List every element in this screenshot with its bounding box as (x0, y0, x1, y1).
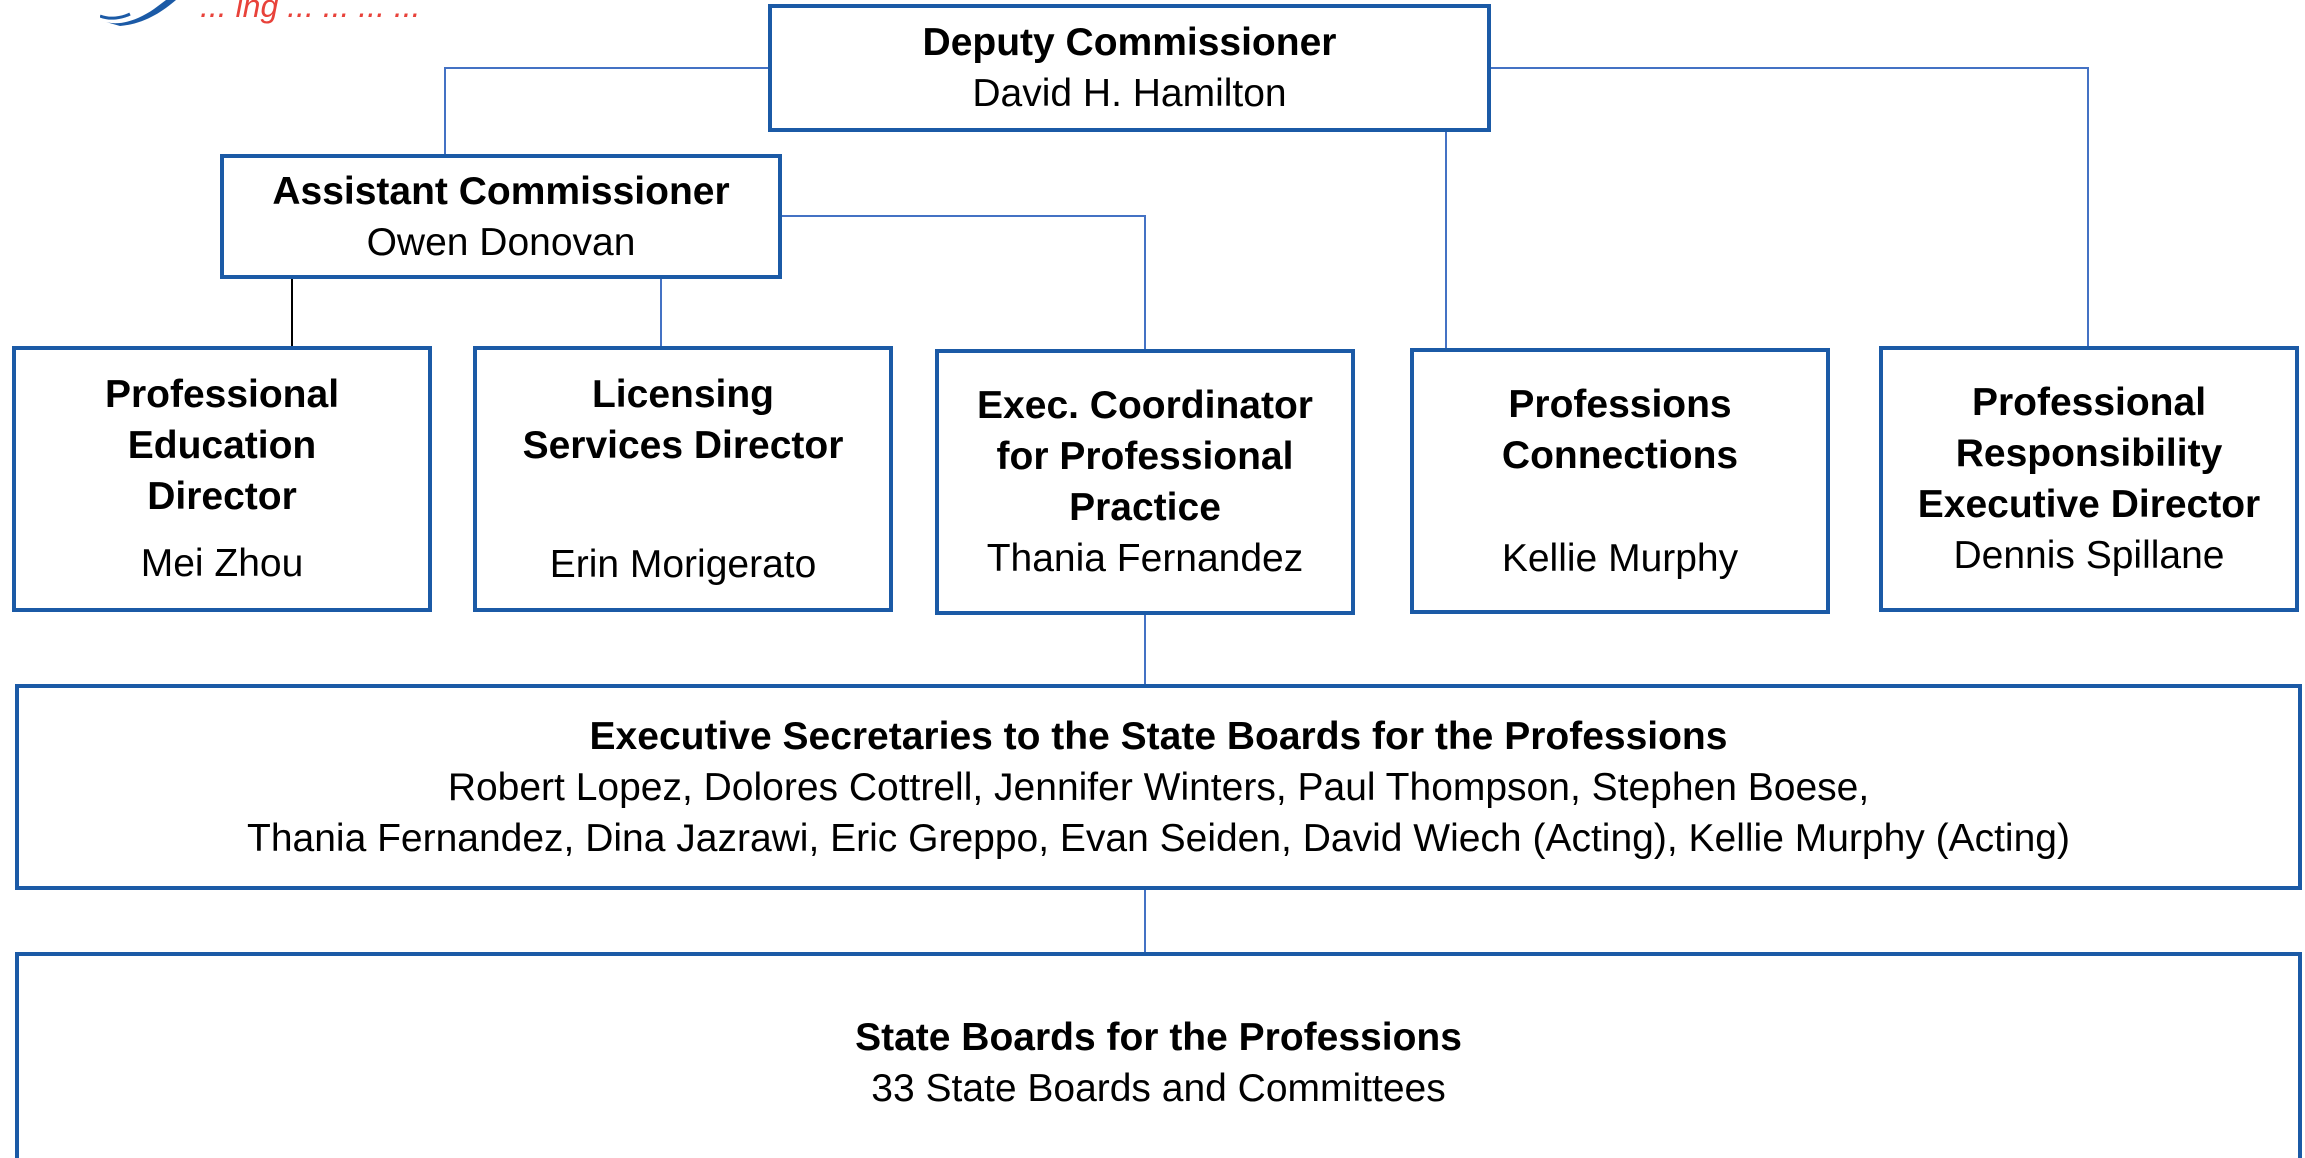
licensing-services-director-box: Licensing Services Director Erin Moriger… (473, 346, 893, 612)
professions-connections-box: Professions Connections Kellie Murphy (1410, 348, 1830, 614)
header-tagline: ... ing ... ... ... ... (200, 0, 421, 24)
connections-title-line: Connections (1501, 433, 1739, 477)
exec-coordinator-name: Thania Fernandez (986, 537, 1304, 580)
connector-assistant-to-exec (780, 215, 1146, 349)
exec-coordinator-title-line: Practice (1069, 486, 1221, 529)
exec-coordinator-title-line: Exec. Coordinator (977, 384, 1313, 427)
responsibility-title-line: Professional (1971, 381, 2207, 424)
connector-deputy-to-responsibility (1489, 67, 2089, 346)
professional-education-title-line: Director (147, 475, 297, 518)
connector-deputy-to-assistant (444, 67, 770, 154)
responsibility-title-line: Responsibility (1955, 432, 2223, 475)
executive-secretaries-names-line: Robert Lopez, Dolores Cottrell, Jennifer… (447, 765, 1870, 809)
assistant-commissioner-title: Assistant Commissioner (272, 169, 730, 213)
state-boards-subtitle: 33 State Boards and Committees (871, 1067, 1446, 1110)
state-boards-title: State Boards for the Professions (855, 1016, 1462, 1059)
professional-education-name: Mei Zhou (140, 542, 304, 585)
connections-title-line: Professions (1508, 382, 1732, 426)
professional-education-title-line: Education (127, 424, 317, 467)
professional-education-title-line: Professional (104, 373, 340, 416)
connections-name: Kellie Murphy (1501, 536, 1739, 580)
professional-education-director-box: Professional Education Director Mei Zhou (12, 346, 432, 612)
licensing-name: Erin Morigerato (549, 542, 817, 586)
executive-secretaries-title: Executive Secretaries to the State Board… (589, 714, 1728, 758)
licensing-title-line: Services Director (522, 423, 844, 467)
exec-coordinator-box: Exec. Coordinator for Professional Pract… (935, 349, 1355, 615)
deputy-commissioner-box: Deputy Commissioner David H. Hamilton (768, 4, 1491, 132)
deputy-commissioner-name: David H. Hamilton (972, 72, 1287, 115)
deputy-commissioner-title: Deputy Commissioner (922, 21, 1337, 64)
responsibility-name: Dennis Spillane (1953, 534, 2225, 577)
exec-coordinator-title-line: for Professional (996, 435, 1294, 478)
licensing-title-line: Licensing (591, 372, 775, 416)
executive-secretaries-box: Executive Secretaries to the State Board… (15, 684, 2302, 890)
executive-secretaries-names-line: Thania Fernandez, Dina Jazrawi, Eric Gre… (247, 816, 2070, 860)
state-boards-box: State Boards for the Professions 33 Stat… (15, 952, 2302, 1158)
nysed-logo-icon (100, 0, 176, 26)
assistant-commissioner-name: Owen Donovan (366, 220, 636, 264)
professional-responsibility-box: Professional Responsibility Executive Di… (1879, 346, 2299, 612)
responsibility-title-line: Executive Director (1917, 483, 2261, 526)
assistant-commissioner-box: Assistant Commissioner Owen Donovan (220, 154, 782, 279)
